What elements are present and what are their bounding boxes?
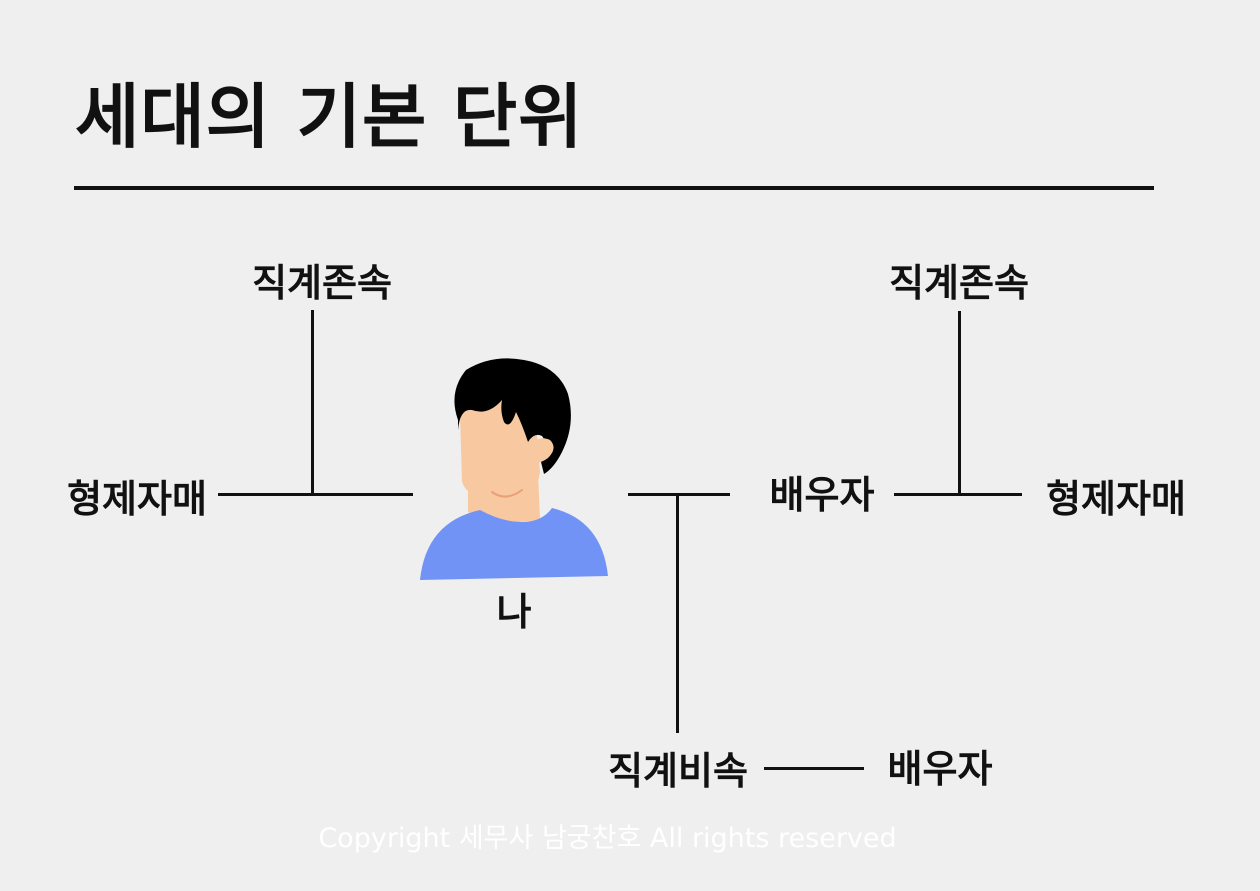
connector-descendant-spouse xyxy=(764,767,864,770)
label-ascendant-right: 직계존속 xyxy=(889,264,1029,302)
label-ascendant-left: 직계존속 xyxy=(252,264,392,302)
label-descendant: 직계비속 xyxy=(608,752,748,790)
connector-left-horizontal xyxy=(218,493,413,496)
page-title: 세대의 기본 단위 xyxy=(75,82,584,152)
person-avatar xyxy=(410,352,620,592)
label-descendant-spouse: 배우자 xyxy=(888,750,993,788)
copyright-notice: Copyright 세무사 남궁찬호 All rights reserved xyxy=(0,825,1215,852)
connector-right-horizontal xyxy=(894,493,1022,496)
connector-ascendant-right-vertical xyxy=(958,311,961,495)
label-me: 나 xyxy=(497,593,532,631)
connector-ascendant-left-vertical xyxy=(311,310,314,496)
title-divider xyxy=(74,186,1154,190)
label-sibling-right: 형제자매 xyxy=(1046,480,1186,518)
connector-descendant-vertical xyxy=(676,495,679,733)
label-sibling-left: 형제자매 xyxy=(67,480,207,518)
label-spouse: 배우자 xyxy=(770,476,875,514)
connector-spouse-horizontal xyxy=(628,493,730,496)
